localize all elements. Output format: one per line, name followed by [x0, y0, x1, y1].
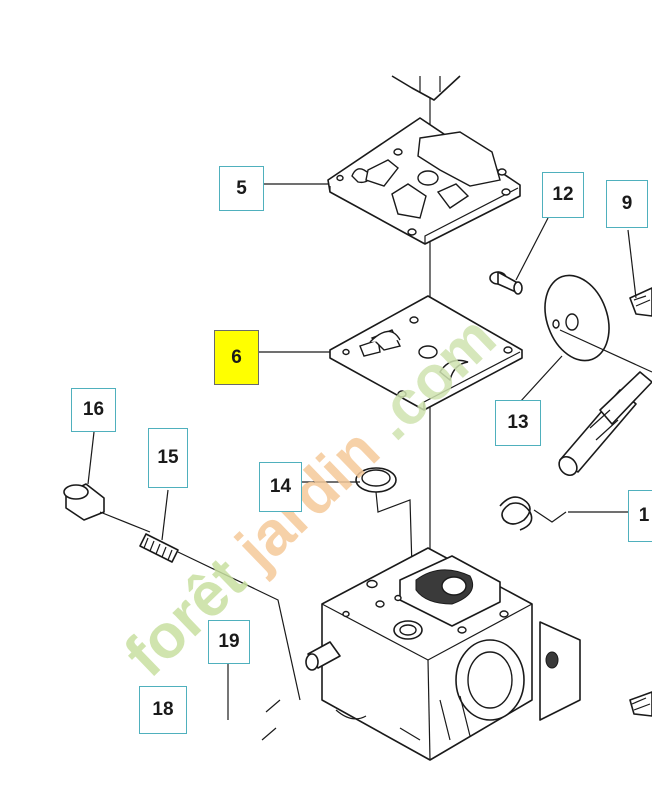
callout-12: 12: [542, 172, 584, 218]
part-1-spring: [499, 496, 567, 531]
part-13-throttle-disc: [544, 274, 610, 362]
part-14-o-ring: [355, 467, 413, 569]
callout-6-highlighted: 6: [214, 330, 259, 385]
watermark-text-1: forêt: [112, 545, 259, 690]
part-5-plate: [327, 117, 521, 245]
leader-16: [87, 431, 95, 485]
part-12-screw: [489, 271, 523, 295]
body-screw: [629, 691, 652, 717]
upper-part-fragment: [391, 75, 461, 101]
part-16-cap: [63, 483, 105, 521]
leader-12: [515, 217, 549, 281]
callout-5: 5: [219, 166, 264, 211]
callout-9: 9: [606, 180, 648, 228]
leader-15: [161, 489, 169, 541]
leader-rail-2: [261, 727, 277, 741]
callout-1: 1: [628, 490, 652, 542]
leader-9: [627, 229, 637, 299]
throttle-shaft: [558, 329, 652, 477]
callout-13: 13: [495, 400, 541, 446]
callout-16: 16: [71, 388, 116, 432]
callout-15: 15: [148, 428, 188, 488]
carburetor-body: [305, 547, 581, 761]
part-6-gasket: [329, 295, 523, 411]
leader-rail: [265, 699, 281, 713]
part-9-screw: [629, 287, 652, 317]
part-15-spring: [139, 533, 179, 563]
callout-18: 18: [139, 686, 187, 734]
watermark-text-2: jardin: [223, 415, 393, 583]
callout-19: 19: [208, 620, 250, 664]
leader-13: [519, 355, 563, 403]
callout-14: 14: [259, 462, 302, 512]
